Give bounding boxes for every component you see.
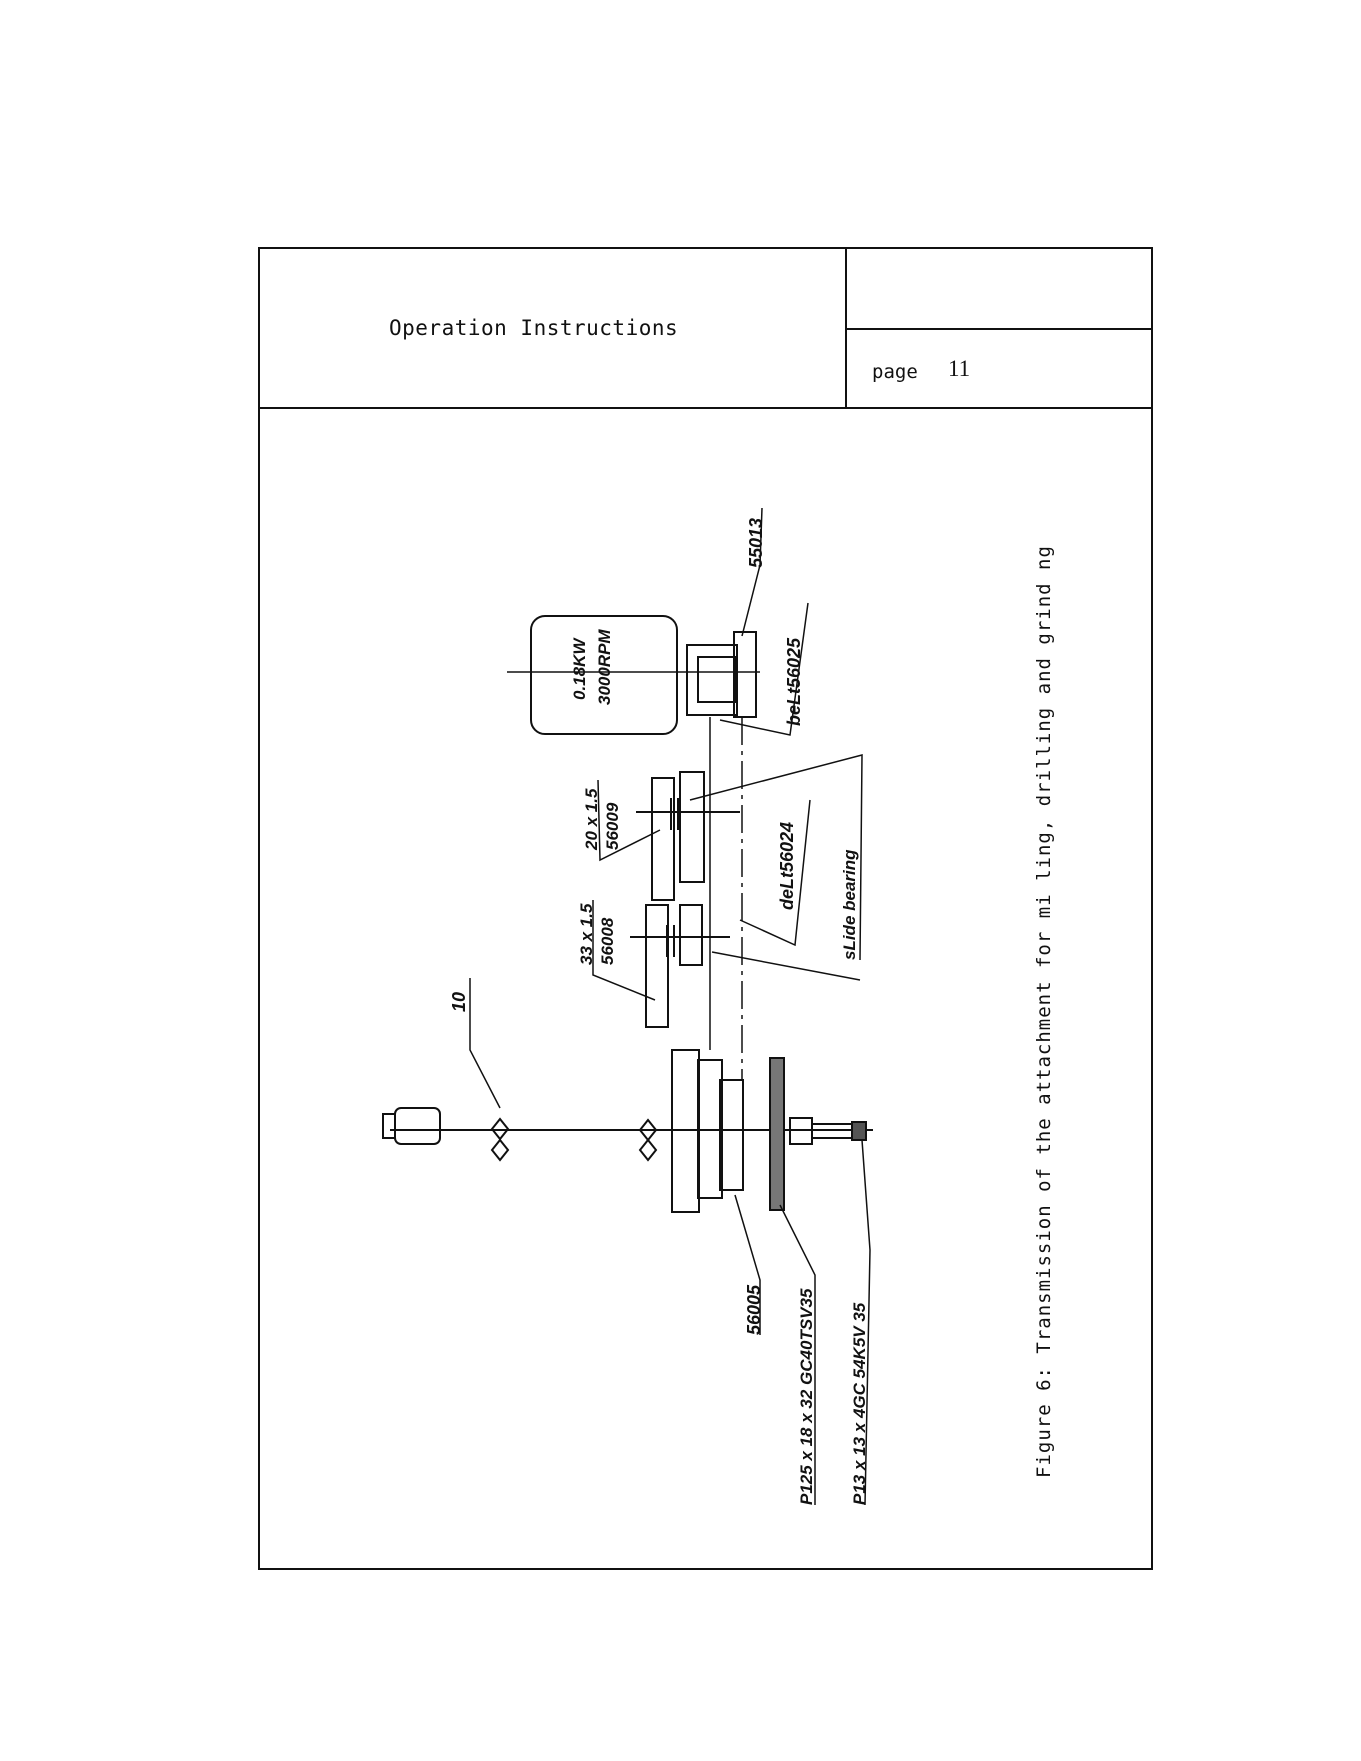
gear-20-block	[652, 778, 674, 900]
grinding-wheel	[770, 1058, 784, 1210]
spindle-cap	[383, 1114, 395, 1138]
label-motor-speed: 3000RPM	[595, 629, 614, 705]
label-gear20-top: 20 x 1.5	[582, 788, 601, 851]
spindle-housing	[395, 1108, 440, 1144]
label-gear33-bottom: 56008	[598, 917, 617, 965]
bearing-diamond-2	[492, 1140, 508, 1160]
label-p13: P13 x 13 x 4GC 54K5V 35	[850, 1302, 869, 1505]
gear-20-inner	[680, 772, 704, 882]
label-belt56025: beLt56025	[784, 637, 804, 726]
leader-10	[470, 978, 500, 1108]
label-56005: 56005	[744, 1284, 764, 1335]
label-slide-bearing: sLide bearing	[840, 849, 859, 960]
motor-pulley-mid	[698, 657, 736, 702]
gear-33-inner	[680, 905, 702, 965]
tool-tip	[852, 1122, 866, 1140]
pulley-56005-inner	[720, 1080, 743, 1190]
gear-33-block	[646, 905, 668, 1027]
leader-belt56024	[740, 800, 810, 945]
bearing-diamond-4	[640, 1140, 656, 1160]
label-p125: P125 x 18 x 32 GC40TSV35	[797, 1288, 816, 1505]
label-belt56024: deLt56024	[777, 822, 797, 910]
label-motor-power: 0.18KW	[570, 637, 589, 700]
motor-pulley-outer	[687, 645, 737, 715]
leader-slide-bearing-top	[690, 755, 862, 960]
label-gear20-bottom: 56009	[603, 802, 622, 850]
label-gear33-top: 33 x 1.5	[577, 903, 596, 965]
leader-slide-bearing-bot	[712, 952, 860, 980]
label-55013: 55013	[746, 518, 766, 568]
label-10: 10	[449, 992, 469, 1012]
figure-caption: Figure 6: Transmission of the attachment…	[1033, 545, 1055, 1478]
